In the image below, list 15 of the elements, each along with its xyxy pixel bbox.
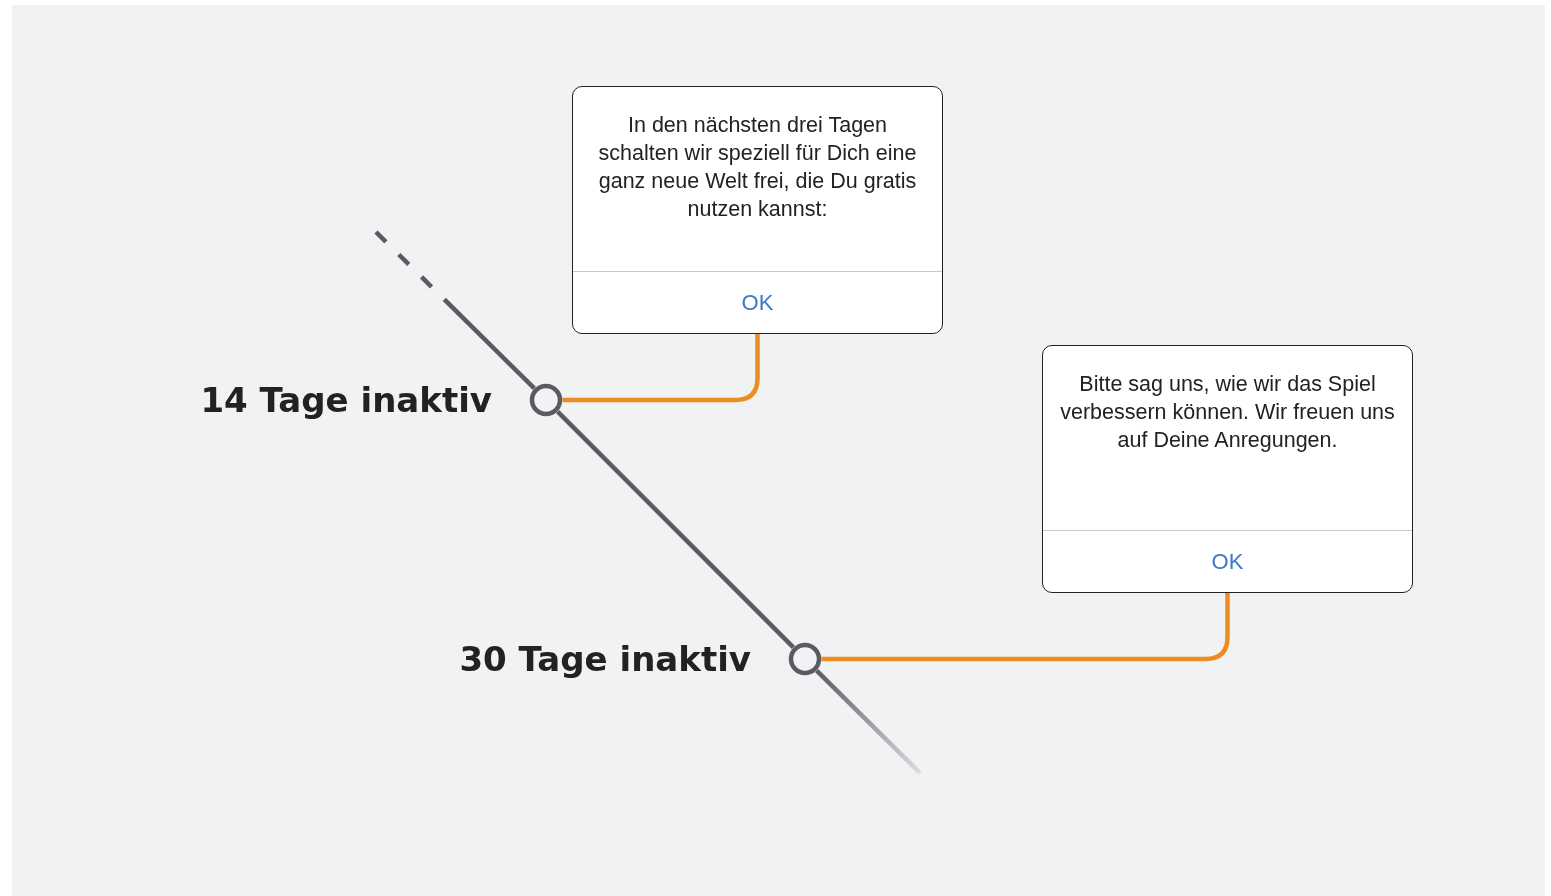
- timeline-marker: [788, 642, 822, 676]
- ok-button: OK: [1043, 530, 1412, 592]
- timeline-line: [556, 410, 795, 649]
- dialog-box: [1042, 345, 1413, 593]
- timeline-marker: [529, 383, 563, 417]
- connector-line: [821, 593, 1230, 662]
- timeline-line: [374, 230, 536, 390]
- dialog-message: Bitte sag uns, wie wir das Spiel verbessern können. Wir freuen uns auf Deine Anregungen.: [1059, 371, 1396, 454]
- dialog-message: In den nächsten drei Tagen schalten wir speziell für Dich eine ganz neue Welt frei, die Du gratis nutzen kannst:: [597, 112, 918, 223]
- dialog-box: [572, 86, 943, 334]
- stage-label: 30 Tage inaktiv: [458, 639, 751, 679]
- stage-label: 14 Tage inaktiv: [199, 380, 492, 420]
- ok-button: OK: [573, 271, 942, 333]
- timeline-line: [815, 669, 922, 775]
- connector-line: [562, 334, 760, 403]
